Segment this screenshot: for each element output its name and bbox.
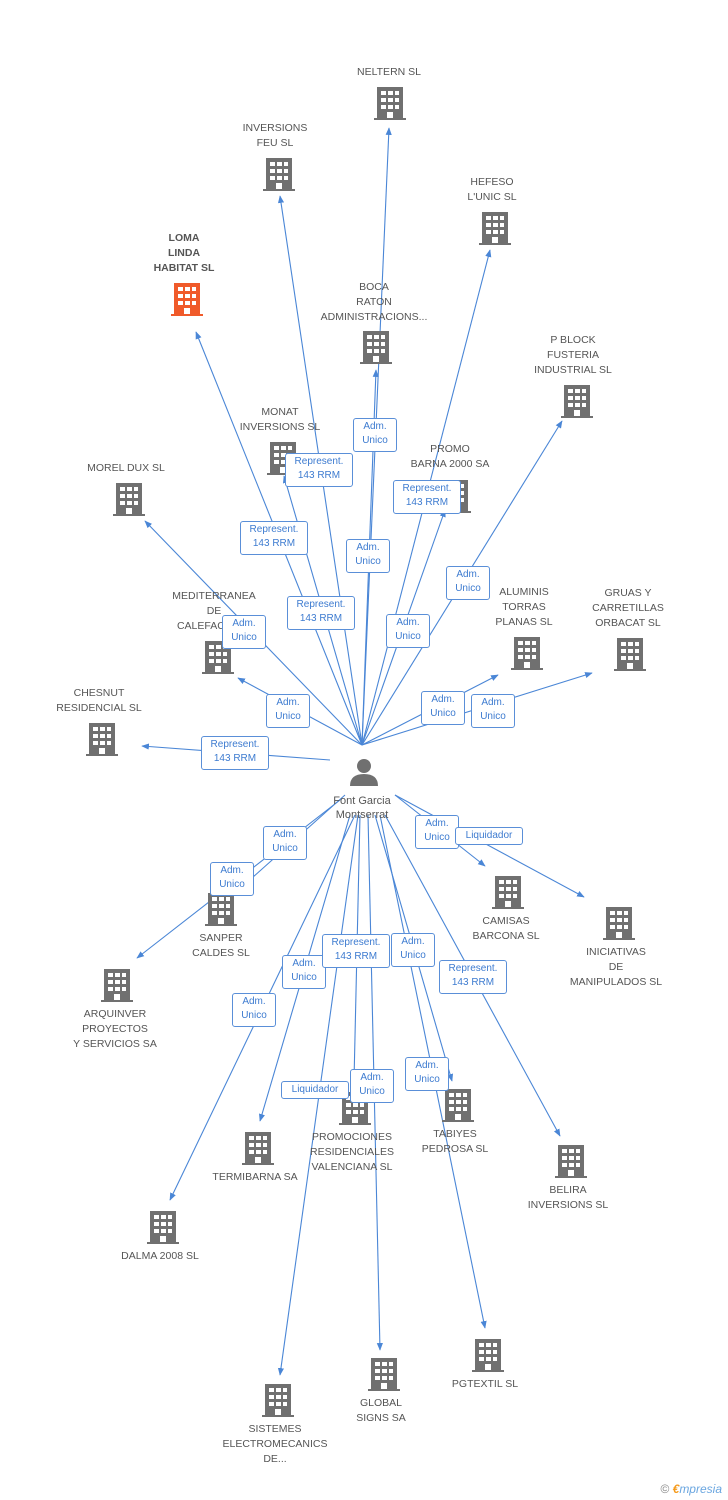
- company-name-belira[interactable]: BELIRA INVERSIONS SL: [527, 1184, 609, 1211]
- company-name-pgtextil[interactable]: PGTEXTIL SL: [451, 1378, 519, 1390]
- building-icon[interactable]: [368, 1358, 400, 1391]
- edge-role-label[interactable]: Liquidador: [281, 1081, 349, 1099]
- building-icon[interactable]: [263, 158, 295, 191]
- edge-role-label[interactable]: Represent. 143 RRM: [201, 736, 269, 770]
- company-name-sistemes[interactable]: SISTEMES ELECTROMECANICS DE...: [222, 1423, 328, 1465]
- company-name-promociones[interactable]: PROMOCIONES RESIDENCIALES VALENCIANA SL: [309, 1131, 395, 1173]
- company-name-p-block[interactable]: P BLOCK FUSTERIA INDUSTRIAL SL: [534, 334, 612, 376]
- company-name-hefeso[interactable]: HEFESO L'UNIC SL: [467, 176, 517, 203]
- building-icon[interactable]: [113, 483, 145, 516]
- company-name-promo-barna[interactable]: PROMO BARNA 2000 SA: [410, 443, 490, 470]
- edge-role-label[interactable]: Adm. Unico: [282, 955, 326, 989]
- edge-role-label[interactable]: Represent. 143 RRM: [287, 596, 355, 630]
- building-icon[interactable]: [492, 876, 524, 909]
- building-icon[interactable]: [561, 385, 593, 418]
- building-icon[interactable]: [101, 969, 133, 1002]
- company-name-dalma[interactable]: DALMA 2008 SL: [121, 1250, 199, 1262]
- edge-role-label[interactable]: Adm. Unico: [353, 418, 397, 452]
- edge-role-label[interactable]: Adm. Unico: [386, 614, 430, 648]
- building-icon[interactable]: [614, 638, 646, 671]
- company-name-morel-dux[interactable]: MOREL DUX SL: [87, 462, 165, 474]
- edge-role-label[interactable]: Adm. Unico: [405, 1057, 449, 1091]
- company-name-arquinver[interactable]: ARQUINVER PROYECTOS Y SERVICIOS SA: [73, 1008, 157, 1050]
- edge-role-label[interactable]: Adm. Unico: [210, 862, 254, 896]
- footer-brand: © €mpresia: [660, 1482, 722, 1496]
- edge-role-label[interactable]: Adm. Unico: [222, 615, 266, 649]
- building-icon[interactable]: [603, 907, 635, 940]
- building-icon[interactable]: [472, 1339, 504, 1372]
- building-icon[interactable]: [205, 893, 237, 926]
- building-icon[interactable]: [147, 1211, 179, 1244]
- copyright-symbol: ©: [660, 1482, 670, 1496]
- company-name-chesnut[interactable]: CHESNUT RESIDENCIAL SL: [56, 687, 142, 714]
- edge-role-label[interactable]: Represent. 143 RRM: [322, 934, 390, 968]
- edge-role-label[interactable]: Represent. 143 RRM: [393, 480, 461, 514]
- company-name-mediterranea[interactable]: MEDITERRANEA DE CALEFACCION: [172, 590, 256, 632]
- company-name-sanper[interactable]: SANPER CALDES SL: [192, 932, 250, 959]
- building-icon[interactable]: [242, 1132, 274, 1165]
- company-name-aluminis[interactable]: ALUMINIS TORRAS PLANAS SL: [495, 586, 553, 628]
- building-icon[interactable]: [479, 212, 511, 245]
- edge-role-label[interactable]: Adm. Unico: [350, 1069, 394, 1103]
- edge-role-label[interactable]: Adm. Unico: [266, 694, 310, 728]
- center-person-name[interactable]: Font Garcia Montserrat: [333, 795, 391, 821]
- company-name-global-signs[interactable]: GLOBAL SIGNS SA: [356, 1397, 406, 1424]
- building-icon[interactable]: [262, 1384, 294, 1417]
- building-icon[interactable]: [86, 723, 118, 756]
- edge-role-label[interactable]: Adm. Unico: [232, 993, 276, 1027]
- edge-role-label[interactable]: Adm. Unico: [471, 694, 515, 728]
- edge-role-label[interactable]: Adm. Unico: [421, 691, 465, 725]
- building-icon[interactable]: [360, 331, 392, 364]
- edge-role-label[interactable]: Represent. 143 RRM: [285, 453, 353, 487]
- edge-role-label[interactable]: Represent. 143 RRM: [240, 521, 308, 555]
- company-name-termibarna[interactable]: TERMIBARNA SA: [212, 1171, 298, 1183]
- company-name-camisas[interactable]: CAMISAS BARCONA SL: [472, 915, 540, 942]
- company-name-monat[interactable]: MONAT INVERSIONS SL: [239, 406, 321, 433]
- edge-role-label[interactable]: Adm. Unico: [263, 826, 307, 860]
- building-icon[interactable]: [555, 1145, 587, 1178]
- company-name-neltern[interactable]: NELTERN SL: [357, 66, 421, 78]
- building-icon[interactable]: [171, 283, 203, 316]
- company-name-boca-raton[interactable]: BOCA RATON ADMINISTRACIONS...: [320, 281, 428, 323]
- company-name-inversions-feu[interactable]: INVERSIONS FEU SL: [242, 122, 308, 149]
- company-name-gruas[interactable]: GRUAS Y CARRETILLAS ORBACAT SL: [592, 587, 664, 629]
- edge-role-label[interactable]: Represent. 143 RRM: [439, 960, 507, 994]
- company-name-loma-linda[interactable]: LOMA LINDA HABITAT SL: [153, 232, 215, 274]
- relationship-edge: [394, 794, 585, 898]
- company-name-tabiyes[interactable]: TABIYES PEDROSA SL: [421, 1128, 489, 1155]
- edge-role-label[interactable]: Adm. Unico: [346, 539, 390, 573]
- brand-logo-e: €: [672, 1482, 680, 1496]
- building-icon[interactable]: [511, 637, 543, 670]
- edge-role-label[interactable]: Adm. Unico: [391, 933, 435, 967]
- brand-name: mpresia: [679, 1482, 722, 1496]
- edge-role-label[interactable]: Adm. Unico: [446, 566, 490, 600]
- building-icon[interactable]: [442, 1089, 474, 1122]
- edge-role-label[interactable]: Liquidador: [455, 827, 523, 845]
- building-icon[interactable]: [374, 87, 406, 120]
- company-name-iniciativas[interactable]: INICIATIVAS DE MANIPULADOS SL: [569, 946, 663, 988]
- person-icon: [350, 759, 378, 786]
